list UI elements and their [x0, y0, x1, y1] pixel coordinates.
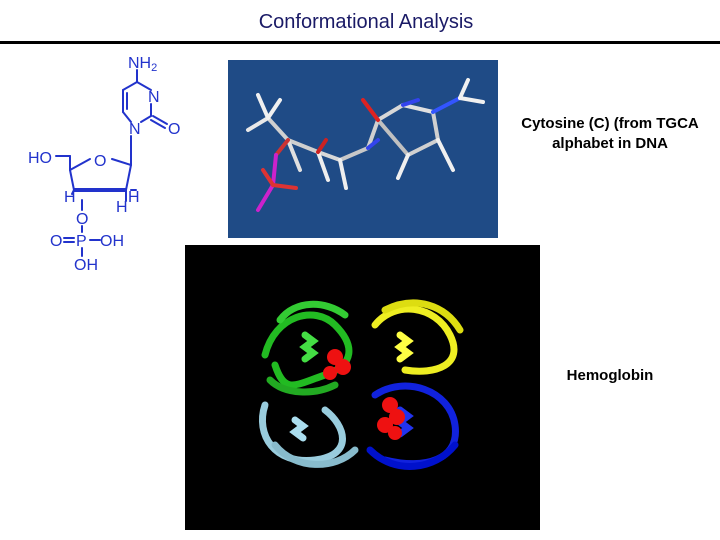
- double-o-label: O: [50, 233, 62, 250]
- cytosine-caption: Cytosine (C) (from TGCA alphabet in DNA: [521, 115, 699, 152]
- wedge-bond: [74, 188, 126, 192]
- oh-bottom-label: OH: [74, 257, 98, 274]
- carbonyl-o-label: O: [168, 121, 180, 138]
- cytosine-structure-diagram: NH2 N N O HO O H H H O O P OH OH: [28, 55, 180, 274]
- phosphorus-label: P: [76, 233, 87, 250]
- oh-right-label: OH: [100, 233, 124, 250]
- n3-label: N: [148, 89, 160, 106]
- hydroxyl-label: HO: [28, 150, 52, 167]
- title-divider: [0, 41, 720, 44]
- n1-label: N: [129, 121, 141, 138]
- hemoglobin-caption: Hemoglobin: [566, 367, 654, 384]
- link-o-label: O: [76, 211, 88, 228]
- hemoglobin-ribbon-model: [185, 245, 540, 530]
- h-right2-label: H: [128, 189, 140, 206]
- hemoglobin-graphic: [258, 299, 464, 470]
- cytosine-3d-model: [228, 60, 498, 238]
- h-left-label: H: [64, 189, 76, 206]
- h-right-label: H: [116, 199, 128, 216]
- ring-o-label: O: [94, 153, 106, 170]
- stick-model-graphic: [246, 78, 485, 212]
- slide-title: Conformational Analysis: [258, 11, 474, 33]
- amine-label: NH2: [128, 55, 157, 74]
